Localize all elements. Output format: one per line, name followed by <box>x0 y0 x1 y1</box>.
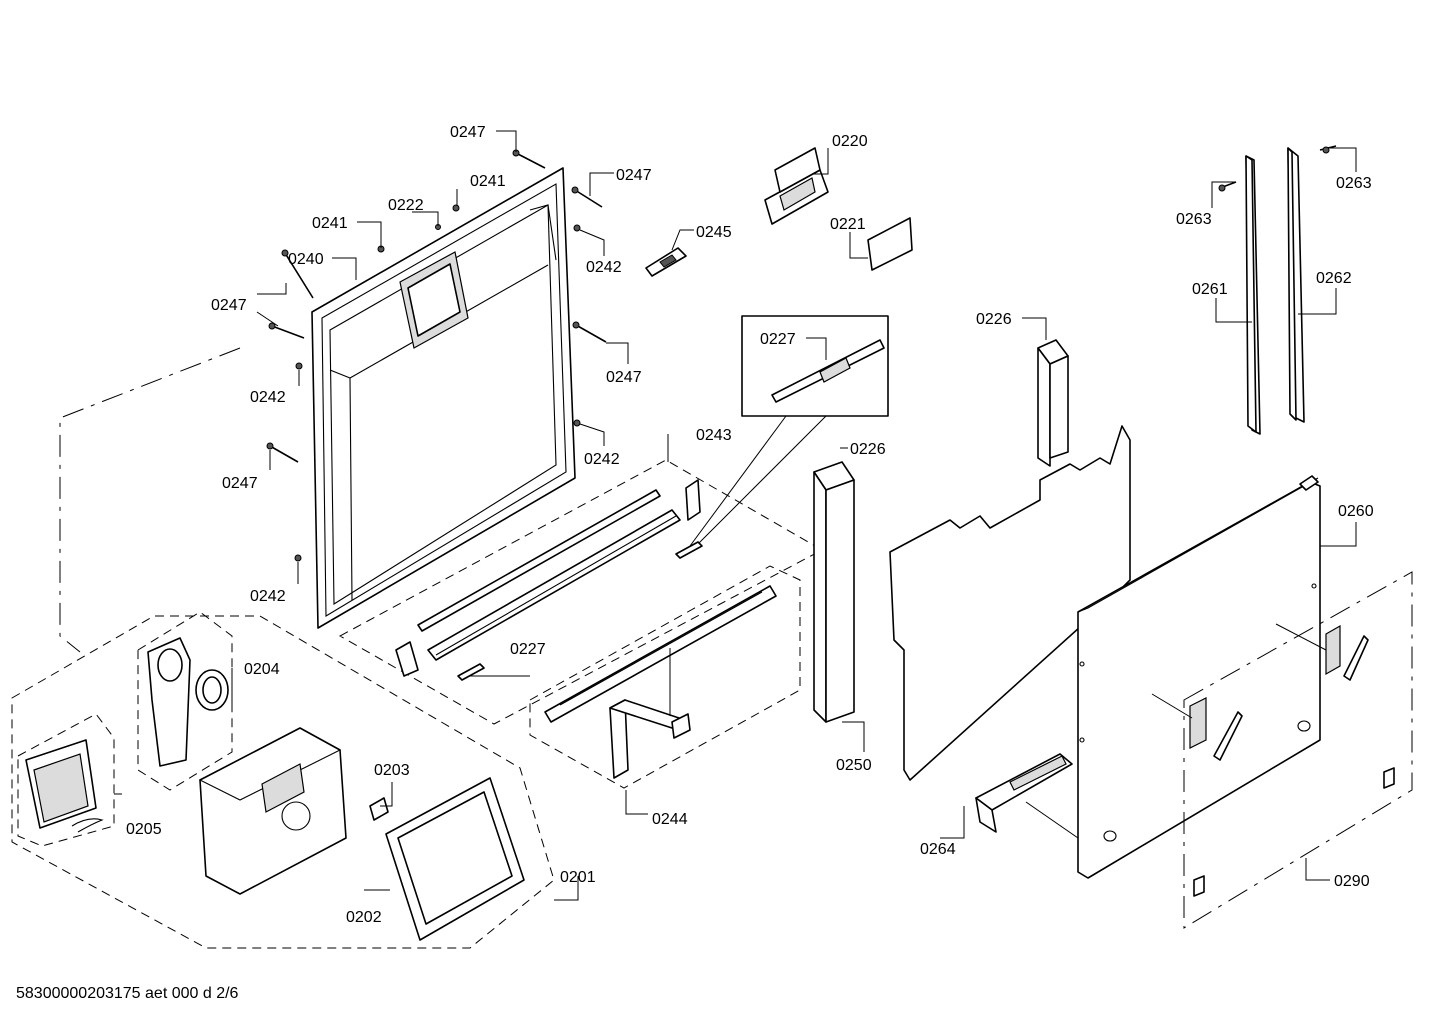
screw-head-icon <box>295 362 303 370</box>
screw-icon <box>1319 145 1337 154</box>
callout-0242: 0242 <box>250 588 286 605</box>
screw-icon <box>266 442 299 463</box>
screw-head-icon <box>573 224 581 232</box>
cover-part <box>764 147 829 225</box>
screw-icon <box>1218 181 1237 192</box>
phantom-line <box>59 347 241 653</box>
callout-0263: 0263 <box>1176 211 1212 228</box>
callout-0226: 0226 <box>850 441 886 458</box>
screw-head-icon <box>573 419 581 427</box>
callout-0222: 0222 <box>388 197 424 214</box>
group-outline-0201 <box>11 615 555 949</box>
callout-0244: 0244 <box>652 811 688 828</box>
screw-icon <box>571 186 603 208</box>
handle-seal-part <box>147 637 229 767</box>
bracket-clip-part <box>1189 624 1395 897</box>
callout-0245: 0245 <box>696 224 732 241</box>
group-outline-0243 <box>338 459 824 725</box>
screw-icon <box>512 149 546 169</box>
inset-detail-box <box>689 315 889 553</box>
callout-0263: 0263 <box>1336 175 1372 192</box>
callout-0203: 0203 <box>374 762 410 779</box>
callout-0242: 0242 <box>250 389 286 406</box>
callout-0262: 0262 <box>1316 270 1352 287</box>
callout-labels: 0247 0241 0222 0241 0240 0247 0242 0247 … <box>126 124 1374 926</box>
group-outline-0204 <box>137 611 233 791</box>
insulation-block-part <box>1037 339 1069 467</box>
callout-0247: 0247 <box>606 369 642 386</box>
controller-housing-part <box>198 727 347 895</box>
callout-0243: 0243 <box>696 427 732 444</box>
callout-0250: 0250 <box>836 757 872 774</box>
side-strip-part <box>1287 147 1305 423</box>
electronic-module-part <box>25 739 104 833</box>
callout-0201: 0201 <box>560 869 596 886</box>
bottom-rail-part <box>395 479 703 681</box>
insulation-panel-part <box>889 425 1131 781</box>
callout-0241: 0241 <box>312 215 348 232</box>
callout-0221: 0221 <box>830 216 866 233</box>
callout-0264: 0264 <box>920 841 956 858</box>
callout-0260: 0260 <box>1338 503 1374 520</box>
screw-icon <box>268 322 305 339</box>
callout-0290: 0290 <box>1334 873 1370 890</box>
callout-0247: 0247 <box>616 167 652 184</box>
leader-line <box>1151 693 1193 719</box>
side-strip-part <box>1245 155 1261 435</box>
callout-0220: 0220 <box>832 133 868 150</box>
callout-0261: 0261 <box>1192 281 1228 298</box>
screw-icon <box>281 249 314 299</box>
callout-0247: 0247 <box>211 297 247 314</box>
callout-0204: 0204 <box>244 661 280 678</box>
hinge-rail-part <box>544 585 777 779</box>
callout-0247: 0247 <box>450 124 486 141</box>
drawing-reference: 58300000203175 aet 000 d 2/6 <box>16 985 239 1002</box>
callout-0240: 0240 <box>288 251 324 268</box>
clip-part <box>645 247 687 277</box>
screw-icon-group <box>266 149 607 562</box>
label-part <box>867 217 913 271</box>
leader-line <box>1025 801 1079 839</box>
callout-0242: 0242 <box>586 259 622 276</box>
knob-part <box>369 797 389 821</box>
callout-0242: 0242 <box>584 451 620 468</box>
group-outline-0244 <box>529 565 801 789</box>
outer-panel-part <box>1077 475 1321 879</box>
callout-0227: 0227 <box>510 641 546 658</box>
callout-0241: 0241 <box>470 173 506 190</box>
callout-0247: 0247 <box>222 475 258 492</box>
screw-head-icon <box>294 554 302 562</box>
group-outline-0290 <box>1183 571 1413 929</box>
callout-0205: 0205 <box>126 821 162 838</box>
callout-0227: 0227 <box>760 331 796 348</box>
insulation-block-part <box>813 461 855 723</box>
screw-icon <box>572 321 607 343</box>
leader-lines <box>114 130 1357 901</box>
group-outline-0205 <box>17 713 115 847</box>
gasket-frame-part <box>385 777 525 941</box>
leader-line <box>1275 623 1327 651</box>
callout-0202: 0202 <box>346 909 382 926</box>
foot-bracket-part <box>975 753 1073 833</box>
callout-0226: 0226 <box>976 311 1012 328</box>
door-inner-frame-part <box>311 167 576 629</box>
screw-head-icon <box>452 204 460 212</box>
